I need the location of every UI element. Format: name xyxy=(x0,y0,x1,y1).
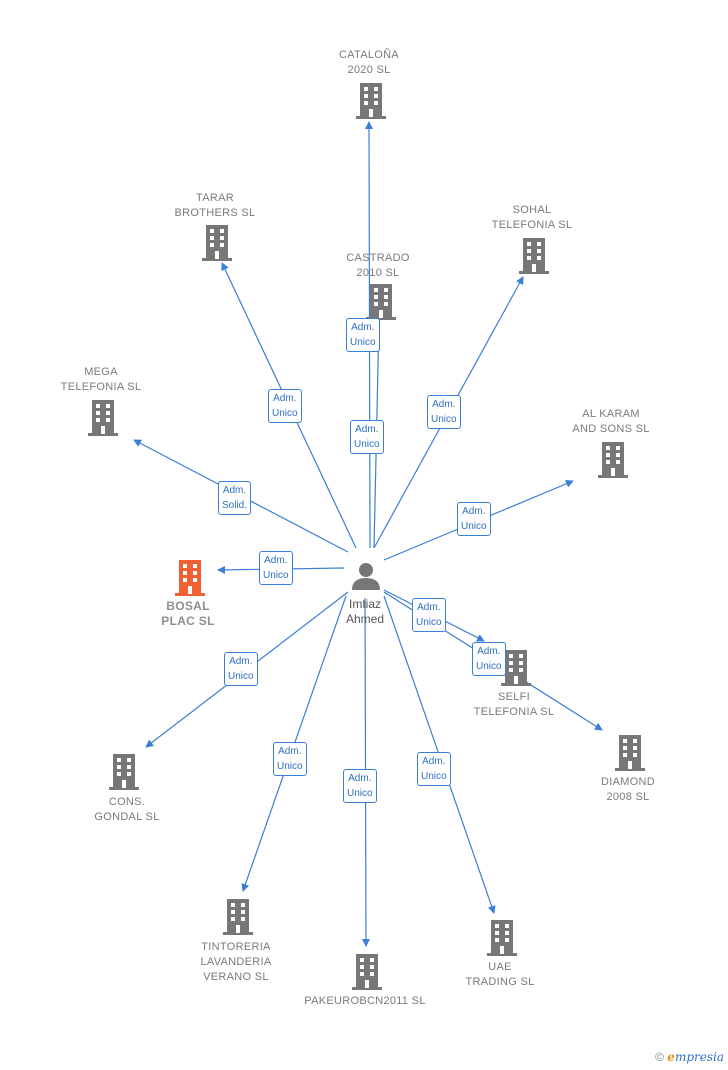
building-icon[interactable] xyxy=(175,560,205,596)
company-label-uae[interactable]: UAE TRADING SL xyxy=(465,961,535,988)
company-label-bosal[interactable]: BOSAL PLAC SL xyxy=(161,599,215,628)
building-icon[interactable] xyxy=(352,954,382,990)
edge-label-mega: Adm. Solid. xyxy=(218,481,252,515)
company-label-selfi[interactable]: SELFI TELEFONIA SL xyxy=(473,691,555,718)
company-label-sohal[interactable]: SOHAL TELEFONIA SL xyxy=(491,204,573,231)
building-icon[interactable] xyxy=(109,754,139,790)
building-icon[interactable] xyxy=(202,225,232,261)
building-icon[interactable] xyxy=(487,920,517,956)
edge-label-selfi: Adm. Unico xyxy=(412,598,446,632)
edge-label-diamond: Adm. Unico xyxy=(472,642,506,676)
building-icon[interactable] xyxy=(356,83,386,119)
edge-label-castrado: Adm. Unico xyxy=(350,420,384,454)
empresia-watermark: © empresia xyxy=(655,1050,724,1064)
edge-label-tarar: Adm. Unico xyxy=(268,389,302,423)
company-label-pakeuro[interactable]: PAKEUROBCN2011 SL xyxy=(304,995,426,1007)
building-icon[interactable] xyxy=(88,400,118,436)
company-label-cataluna[interactable]: CATALOÑA 2020 SL xyxy=(338,49,400,76)
company-label-tintoreria[interactable]: TINTORERIA LAVANDERIA VERANO SL xyxy=(200,941,272,983)
person-icon xyxy=(352,563,380,590)
building-icon[interactable] xyxy=(598,442,628,478)
building-icon[interactable] xyxy=(366,284,396,320)
copyright-symbol: © xyxy=(655,1050,664,1064)
building-icon[interactable] xyxy=(615,735,645,771)
edge-label-pakeuro: Adm. Unico xyxy=(343,769,377,803)
building-icon[interactable] xyxy=(223,899,253,935)
building-icon[interactable] xyxy=(519,238,549,274)
center-person-name[interactable]: Imtiaz Ahmed xyxy=(345,597,385,626)
edge-label-sohal: Adm. Unico xyxy=(427,395,461,429)
company-label-diamond[interactable]: DIAMOND 2008 SL xyxy=(600,776,656,803)
edge-label-cataluna: Adm. Unico xyxy=(346,318,380,352)
edge-label-bosal: Adm. Unico xyxy=(259,551,293,585)
company-label-tarar[interactable]: TARAR BROTHERS SL xyxy=(174,192,256,219)
edge-label-tintoreria: Adm. Unico xyxy=(273,742,307,776)
company-label-castrado[interactable]: CASTRADO 2010 SL xyxy=(346,252,410,279)
company-label-mega[interactable]: MEGA TELEFONIA SL xyxy=(60,366,142,393)
company-label-alkaram[interactable]: AL KARAM AND SONS SL xyxy=(572,408,650,435)
edge-label-uae: Adm. Unico xyxy=(417,752,451,786)
edge-label-alkaram: Adm. Unico xyxy=(457,502,491,536)
brand-logo-e: e xyxy=(667,1050,675,1064)
company-label-cons[interactable]: CONS. GONDAL SL xyxy=(94,796,160,823)
brand-logo-text: mpresia xyxy=(674,1050,724,1064)
edge-label-cons: Adm. Unico xyxy=(224,652,258,686)
